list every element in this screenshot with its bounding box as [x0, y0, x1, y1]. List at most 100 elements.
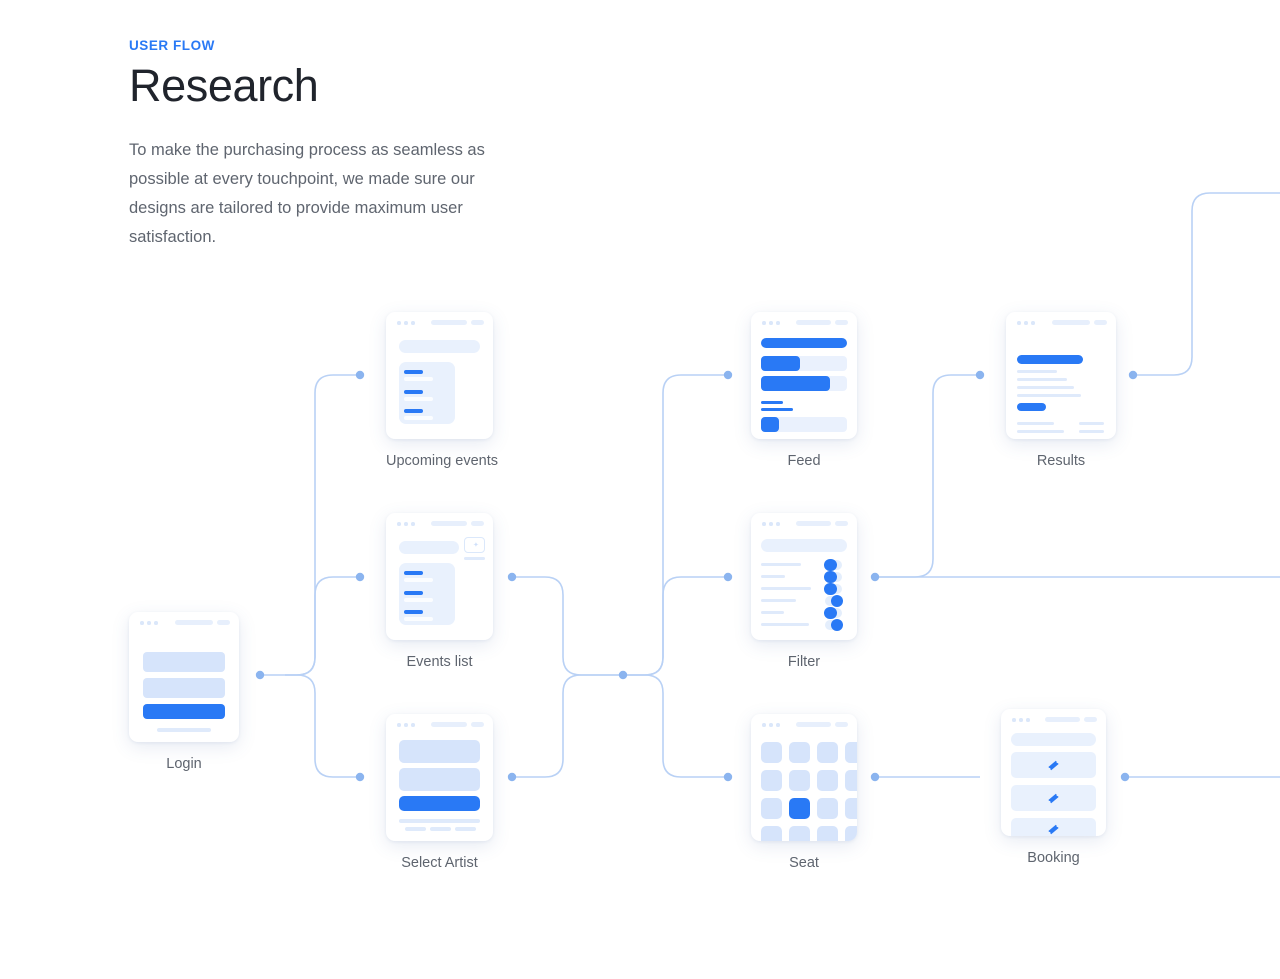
- seat-cell[interactable]: [789, 826, 810, 841]
- seat-cell[interactable]: [845, 798, 857, 819]
- login-input-field[interactable]: [143, 652, 225, 672]
- list-item-title: [404, 571, 423, 575]
- seat-cell[interactable]: [761, 826, 782, 841]
- seat-cell[interactable]: [817, 826, 838, 841]
- upcoming-events-card[interactable]: [386, 312, 493, 439]
- seat-cell[interactable]: [761, 770, 782, 791]
- results-headline-pill: [1017, 355, 1083, 364]
- feed-card[interactable]: [751, 312, 857, 439]
- booking-ticket-row[interactable]: [1011, 818, 1096, 836]
- node-label-feed: Feed: [787, 453, 821, 469]
- window-dot-icon: [1012, 718, 1016, 722]
- booking-ticket-row[interactable]: [1011, 785, 1096, 811]
- artist-option-block[interactable]: [399, 740, 480, 763]
- search-input[interactable]: [399, 340, 480, 353]
- window-dot-icon: [411, 522, 415, 526]
- window-dot-icon: [769, 723, 773, 727]
- seat-cell[interactable]: [845, 770, 857, 791]
- seat-cell[interactable]: [817, 742, 838, 763]
- flow-node-login[interactable]: Login: [129, 612, 239, 772]
- filter-toggle[interactable]: [824, 558, 842, 571]
- results-card[interactable]: [1006, 312, 1116, 439]
- flow-node-booking[interactable]: Booking: [1001, 709, 1106, 866]
- booking-ticket-row[interactable]: [1011, 752, 1096, 778]
- seat-card[interactable]: [751, 714, 857, 841]
- flow-node-events-list[interactable]: ✦ Events list: [386, 513, 493, 670]
- artist-confirm-button[interactable]: [399, 796, 480, 811]
- card-chrome: [1001, 709, 1106, 731]
- seat-cell[interactable]: [761, 742, 782, 763]
- seat-cell[interactable]: [845, 742, 857, 763]
- select-artist-card[interactable]: [386, 714, 493, 841]
- eyebrow-label: USER FLOW: [129, 38, 215, 53]
- feed-text-line: [761, 408, 793, 411]
- search-input[interactable]: [399, 541, 459, 554]
- results-footer-line: [1017, 422, 1054, 426]
- chrome-action-bar: [835, 320, 848, 325]
- list-item-subtitle: [404, 377, 433, 381]
- page-header: USER FLOW Research To make the purchasin…: [129, 38, 549, 252]
- artist-footer-chip: [455, 827, 476, 831]
- chrome-action-bar: [471, 320, 484, 325]
- artist-option-block[interactable]: [399, 768, 480, 791]
- login-input-field[interactable]: [143, 678, 225, 698]
- list-item-title: [404, 390, 423, 394]
- filter-toggle[interactable]: [825, 618, 843, 631]
- events-list-panel: [399, 563, 455, 625]
- events-list-card[interactable]: ✦: [386, 513, 493, 640]
- search-input[interactable]: [1011, 733, 1096, 746]
- flow-node-select-artist[interactable]: Select Artist: [386, 714, 493, 871]
- filter-toggle[interactable]: [824, 606, 842, 619]
- artist-footer-chip: [405, 827, 426, 831]
- node-label-seat: Seat: [789, 855, 819, 871]
- node-label-booking: Booking: [1027, 850, 1080, 866]
- login-submit-button[interactable]: [143, 704, 225, 719]
- results-text-line: [1017, 370, 1057, 374]
- flow-node-results[interactable]: Results: [1006, 312, 1116, 469]
- window-dot-icon: [1024, 321, 1028, 325]
- flow-node-feed[interactable]: Feed: [751, 312, 857, 469]
- feed-progress-fill: [761, 376, 830, 391]
- filter-toggle[interactable]: [825, 594, 843, 607]
- filter-row-label: [761, 623, 809, 627]
- seat-cell[interactable]: [789, 742, 810, 763]
- node-label-upcoming-events: Upcoming events: [386, 453, 499, 469]
- chrome-title-bar: [430, 521, 461, 526]
- chrome-action-bar: [818, 722, 831, 727]
- search-input[interactable]: [761, 539, 847, 552]
- seat-cell[interactable]: [817, 798, 838, 819]
- seat-cell-selected[interactable]: [789, 798, 810, 819]
- flow-node-dots: [255, 370, 1138, 782]
- seat-grid[interactable]: [761, 742, 857, 841]
- seat-cell[interactable]: [789, 770, 810, 791]
- flow-node-filter[interactable]: Filter: [751, 513, 857, 670]
- seat-cell[interactable]: [817, 770, 838, 791]
- card-chrome: [386, 513, 493, 535]
- filter-toggle[interactable]: [824, 570, 842, 583]
- list-item-subtitle: [404, 397, 433, 401]
- artist-footer-line: [399, 819, 480, 823]
- chrome-action-bar: [835, 521, 848, 526]
- window-dot-icon: [404, 321, 408, 325]
- window-dot-icon: [1017, 321, 1021, 325]
- flow-node-seat[interactable]: Seat: [751, 714, 857, 871]
- filter-toggle[interactable]: [824, 582, 842, 595]
- list-item-subtitle: [404, 416, 433, 420]
- card-chrome: [386, 312, 493, 334]
- seat-cell[interactable]: [845, 826, 857, 841]
- login-card[interactable]: [129, 612, 239, 742]
- window-dot-icon: [769, 522, 773, 526]
- login-footer-link[interactable]: [157, 728, 211, 732]
- flow-node-upcoming-events[interactable]: Upcoming events: [386, 312, 499, 469]
- list-item-title: [404, 370, 423, 374]
- list-item-title: [404, 591, 423, 595]
- chrome-title-bar: [430, 722, 461, 727]
- filter-card[interactable]: [751, 513, 857, 640]
- chrome-action-bar: [818, 320, 831, 325]
- seat-cell[interactable]: [761, 798, 782, 819]
- thumbnail-preview[interactable]: ✦: [464, 537, 485, 553]
- booking-card[interactable]: [1001, 709, 1106, 836]
- results-tag-pill[interactable]: [1017, 403, 1046, 411]
- results-text-line: [1017, 378, 1067, 382]
